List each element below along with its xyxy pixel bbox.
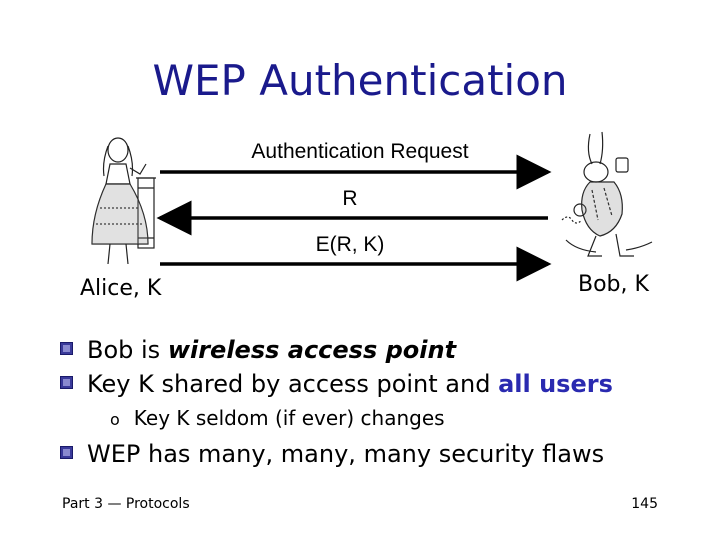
alice-figure-icon xyxy=(80,128,172,270)
page-number: 145 xyxy=(631,496,658,512)
bullet-square-icon xyxy=(60,342,73,355)
bullet-item-3: WEP has many, many, many security flaws xyxy=(60,440,604,468)
alice-label: Alice, K xyxy=(80,276,161,301)
message-response-label: E(R, K) xyxy=(200,233,500,257)
message-challenge-label: R xyxy=(200,187,500,211)
white-rabbit-figure-icon xyxy=(556,130,658,262)
bullet-item-2: Key K shared by access point and all use… xyxy=(60,370,613,398)
bullet-item-1: Bob is wireless access point xyxy=(60,336,456,364)
circle-bullet-icon: o xyxy=(110,410,120,429)
message-request-label: Authentication Request xyxy=(200,140,520,164)
footer-section-label: Part 3 — Protocols xyxy=(62,496,190,512)
bullet-square-icon xyxy=(60,446,73,459)
bullet-square-icon xyxy=(60,376,73,389)
bob-label: Bob, K xyxy=(578,272,649,297)
